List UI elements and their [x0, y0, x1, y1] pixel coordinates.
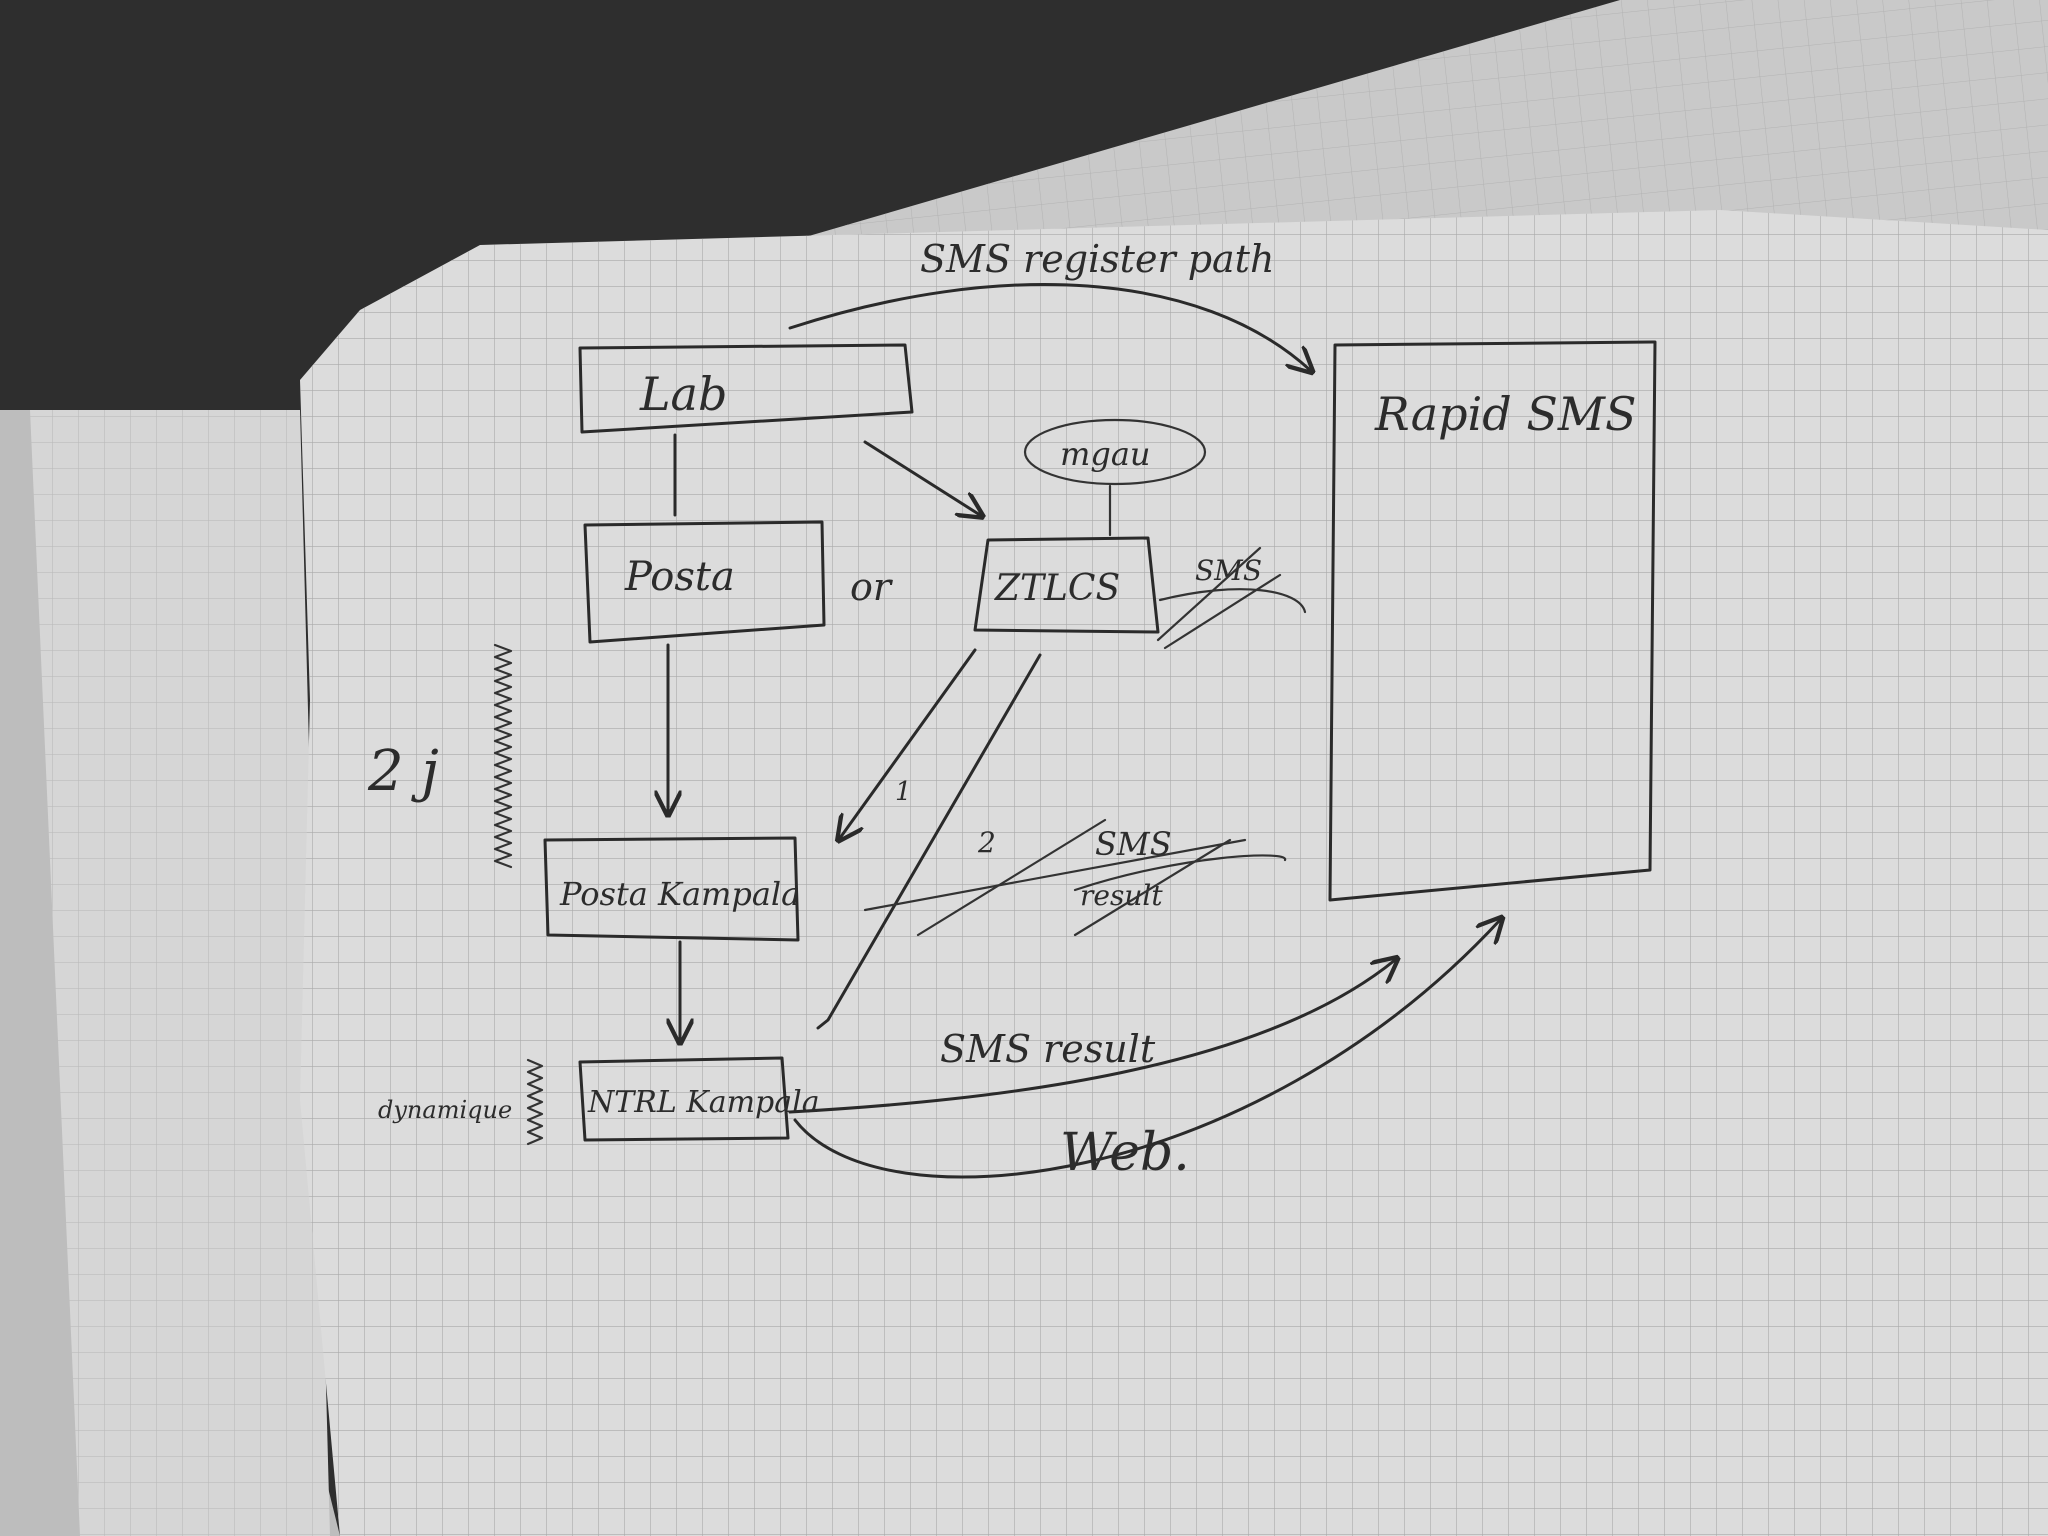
annotation-2-days: 2 j: [367, 643, 513, 869]
node-posta-label: Posta: [624, 554, 735, 600]
annotation-2-days-label: 2 j: [367, 739, 439, 804]
or-label: or: [850, 565, 894, 609]
main-paper-sheet: [300, 210, 2048, 1536]
node-mgau-label: mgau: [1060, 435, 1151, 473]
node-ztlcs: ZTLCS: [973, 536, 1160, 634]
connectors: [668, 282, 1500, 1179]
struck-sms-label-2: SMS: [1095, 825, 1172, 863]
node-ntrl-kampala-label: NTRL Kampala: [587, 1085, 820, 1120]
struck-sms-label-1: SMS: [1195, 554, 1262, 587]
struck-note-sms-result: 2 SMS result: [863, 818, 1287, 937]
annotation-dynamique-label: dynamique: [378, 1096, 512, 1124]
struck-note-ztlcs-sms: SMS: [1156, 546, 1307, 650]
web-label: Web.: [1060, 1123, 1190, 1183]
node-posta-kampala: Posta Kampala: [543, 836, 800, 942]
arrow-lab-to-ztlcs: [863, 440, 980, 515]
node-lab-label: Lab: [639, 367, 727, 421]
node-posta: Posta: [583, 520, 826, 644]
node-posta-kampala-label: Posta Kampala: [559, 875, 800, 913]
node-ztlcs-label: ZTLCS: [994, 568, 1120, 609]
node-ntrl-kampala: NTRL Kampala: [578, 1056, 820, 1142]
node-mgau: mgau: [1023, 418, 1207, 537]
arrow-ztlcs-step-2: [816, 653, 1042, 1030]
annotation-dynamique: dynamique: [378, 1058, 544, 1146]
node-lab: Lab: [578, 343, 914, 434]
arrow-ntrl-sms-result: [788, 960, 1395, 1114]
arrow-ntrl-web: [793, 920, 1500, 1179]
step-2-label: 2: [977, 826, 996, 859]
sms-result-label: SMS result: [940, 1027, 1156, 1071]
sms-register-path-label: SMS register path: [920, 237, 1274, 281]
node-rapid-sms-label: Rapid SMS: [1374, 387, 1636, 441]
arrow-lab-sms-register-path: [788, 282, 1310, 370]
arrow-ztlcs-step-1: [840, 648, 977, 838]
step-1-label: 1: [895, 777, 912, 807]
node-rapid-sms: Rapid SMS: [1328, 340, 1657, 902]
